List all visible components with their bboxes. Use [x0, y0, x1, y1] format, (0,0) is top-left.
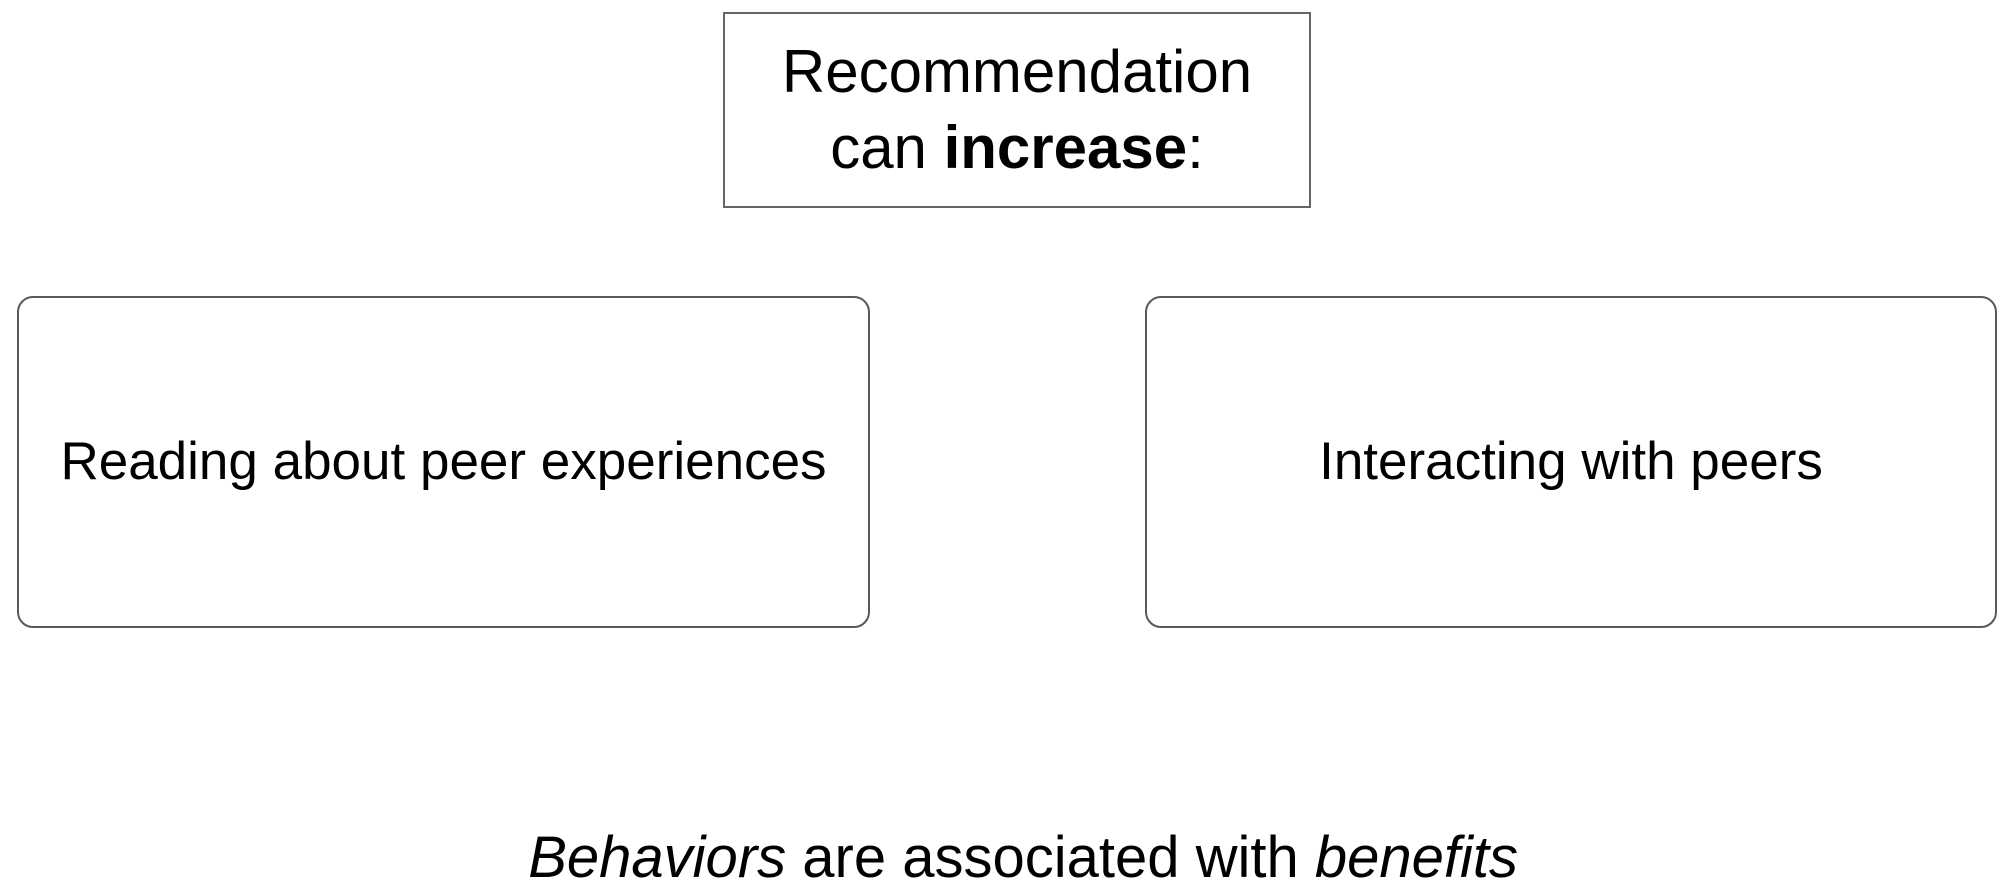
recommendation-line2-prefix: can: [830, 114, 944, 181]
recommendation-increase-bold: increase: [943, 114, 1188, 181]
recommendation-line1: Recommendation: [782, 34, 1252, 110]
caption-behaviors-italic: Behaviors: [528, 825, 787, 890]
interacting-with-peers-label: Interacting with peers: [1319, 432, 1823, 492]
recommendation-line1-text: Recommendation: [781, 38, 1253, 105]
recommendation-line2-colon: :: [1187, 114, 1204, 181]
caption-benefits-italic: benefits: [1314, 825, 1519, 890]
caption: Behaviors are associated with benefits: [0, 753, 2014, 893]
caption-middle-text: are associated with: [786, 825, 1315, 890]
recommendation-line2: can increase:: [830, 110, 1204, 186]
interacting-with-peers-box: Interacting with peers: [1145, 296, 1997, 628]
reading-peer-experiences-box: Reading about peer experiences: [17, 296, 870, 628]
recommendation-box: Recommendation can increase:: [723, 12, 1311, 208]
reading-peer-experiences-label: Reading about peer experiences: [60, 432, 827, 492]
